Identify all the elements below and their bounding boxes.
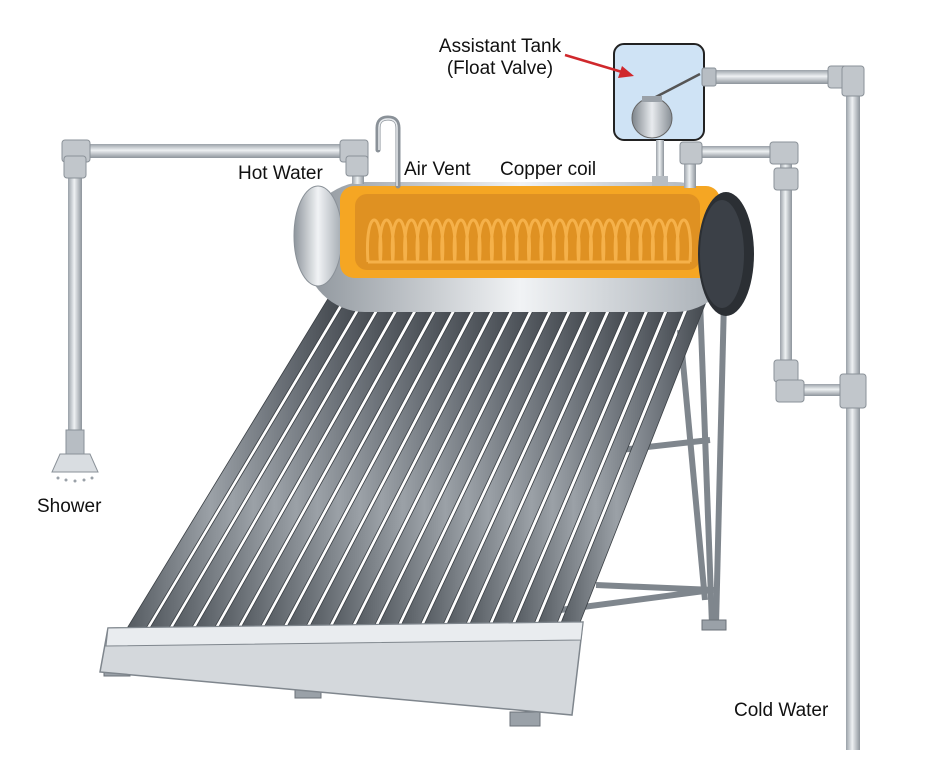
water-tank: [293, 182, 754, 316]
overflow-pipe: [679, 141, 867, 409]
air-vent-label: Air Vent: [404, 159, 471, 180]
hot-water-pipe: [61, 139, 369, 434]
shower-label: Shower: [37, 496, 102, 517]
assistant-tank: [613, 43, 705, 141]
cold-water-label: Cold Water: [734, 700, 829, 721]
cold-water-pipe: [701, 65, 865, 750]
assistant-tank-label: Assistant Tank (Float Valve): [430, 36, 570, 80]
bottom-rail: [99, 621, 584, 716]
air-vent-pipe: [375, 115, 401, 189]
shower-head-icon: [51, 429, 99, 483]
red-arrow-icon: [564, 53, 634, 78]
hot-water-label: Hot Water: [238, 163, 323, 184]
assistant-tank-label-line2: (Float Valve): [446, 57, 554, 79]
air-vent-pipe-highlight: [378, 118, 398, 186]
copper-coil-label: Copper coil: [500, 159, 597, 180]
copper-coil: [365, 218, 693, 264]
feed-pipe: [656, 140, 664, 186]
assistant-tank-label-line1: Assistant Tank: [438, 36, 562, 57]
